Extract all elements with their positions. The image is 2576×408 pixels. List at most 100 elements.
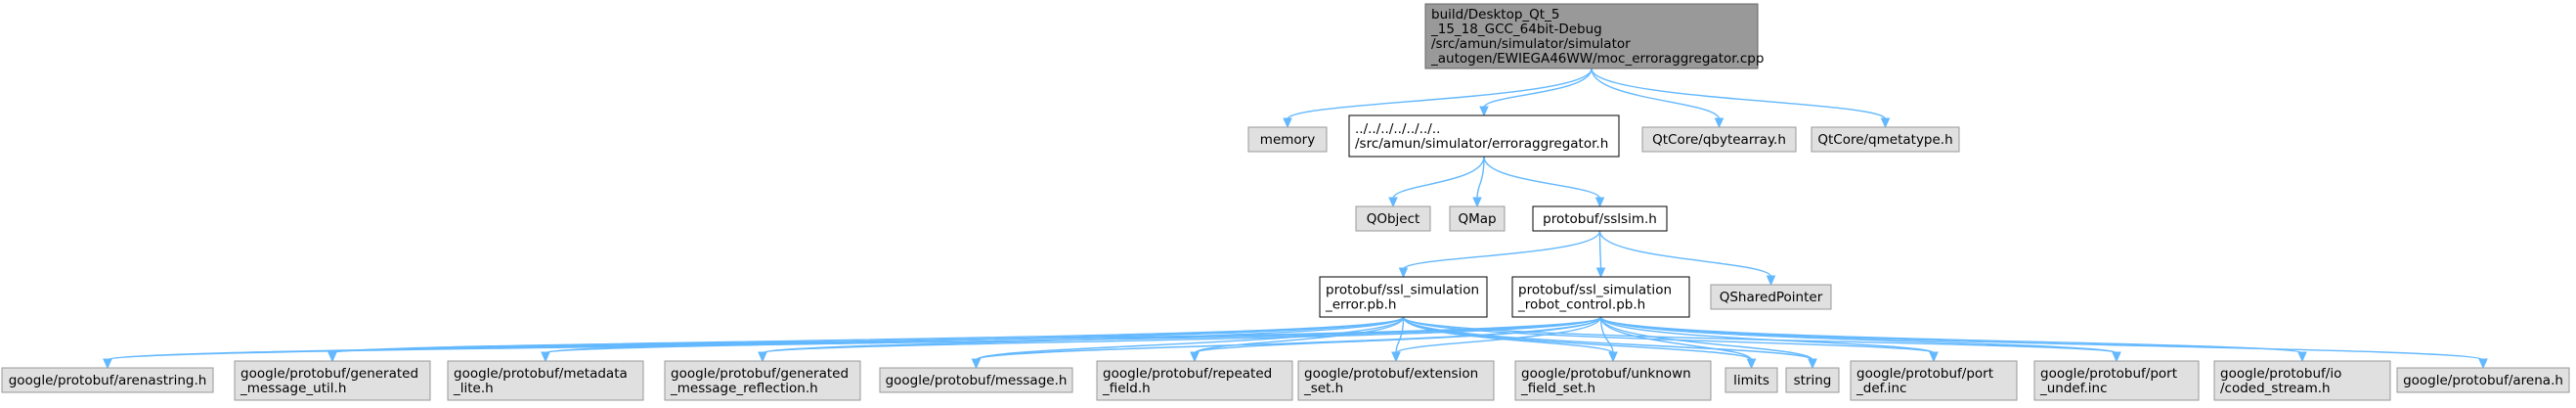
edge-arrowhead	[1714, 117, 1725, 129]
edge-arrowhead	[1388, 197, 1398, 208]
node-label-line: google/protobuf/extension	[1304, 366, 1478, 382]
node-label-line: /src/amun/simulator/erroraggregator.h	[1355, 136, 1608, 152]
node-label-line: build/Desktop_Qt_5	[1431, 7, 1559, 23]
node-unknown_field_set[interactable]: google/protobuf/unknown_field_set.h	[1514, 360, 1712, 401]
edge-arrowhead	[758, 351, 767, 363]
edge-line	[1476, 156, 1485, 200]
edge-arrowhead	[1595, 267, 1606, 279]
node-box	[1725, 367, 1778, 393]
edge-sim_robot-to-extension_set	[1391, 316, 1602, 363]
node-label-line: /src/amun/simulator/simulator	[1431, 36, 1631, 52]
edge-line	[1483, 156, 1601, 200]
node-arenastring[interactable]: google/protobuf/arenastring.h	[1, 367, 214, 393]
node-label-line: google/protobuf/metadata	[454, 366, 628, 382]
edge-sim_robot-to-unknown_field_set	[1599, 316, 1618, 363]
node-box	[1348, 114, 1620, 158]
node-label-line: memory	[1260, 132, 1315, 148]
node-label-line: google/protobuf/arena.h	[2403, 373, 2563, 388]
node-box	[1, 367, 214, 393]
node-label-line: _field_set.h	[1520, 381, 1595, 396]
node-box	[1096, 360, 1293, 401]
node-sim_error[interactable]: protobuf/ssl_simulation_error.pb.h	[1319, 276, 1488, 318]
node-label-line: ../../../../../../..	[1355, 121, 1440, 137]
node-label-line: protobuf/ssl_simulation	[1326, 283, 1479, 298]
node-box	[1785, 367, 1840, 393]
edge-line	[1598, 230, 1602, 270]
node-port_def[interactable]: google/protobuf/port_def.inc	[1850, 360, 2018, 401]
edge-line	[1402, 316, 1935, 354]
node-metadata_lite[interactable]: google/protobuf/metadata_lite.h	[447, 360, 644, 401]
edge-line	[1392, 156, 1485, 200]
node-coded_stream[interactable]: google/protobuf/io/coded_stream.h	[2213, 360, 2391, 401]
edge-line	[1194, 316, 1602, 354]
edge-line	[1402, 230, 1601, 270]
edge-arrowhead	[1283, 117, 1292, 129]
node-box	[1424, 3, 1759, 69]
edge-erroraggregator-to-sslsim	[1483, 156, 1605, 208]
node-label-line: protobuf/sslsim.h	[1543, 211, 1657, 227]
node-qsharedpointer[interactable]: QSharedPointer	[1710, 284, 1832, 310]
node-label-line: _lite.h	[453, 381, 494, 396]
node-qmap[interactable]: QMap	[1449, 205, 1506, 232]
node-label-line: _def.inc	[1856, 381, 1906, 396]
edge-arrowhead	[327, 351, 337, 363]
node-box	[2033, 360, 2200, 401]
edge-arrowhead	[971, 358, 982, 370]
edge-arrowhead	[541, 351, 550, 363]
node-sim_robot[interactable]: protobuf/ssl_simulation_robot_control.pb…	[1511, 276, 1690, 318]
node-box	[1532, 205, 1668, 232]
edge-root-to-erroraggregator	[1479, 68, 1593, 117]
node-box	[1319, 276, 1488, 318]
edge-arrowhead	[2297, 351, 2307, 363]
edge-sim_robot-to-port_def	[1599, 316, 1939, 363]
node-memory[interactable]: memory	[1247, 126, 1328, 153]
node-label-line: limits	[1733, 373, 1769, 388]
edge-line	[1598, 230, 1772, 278]
node-label-line: QtCore/qmetatype.h	[1817, 132, 1952, 148]
edge-sim_robot-to-metadata_lite	[541, 316, 1602, 363]
edge-arrowhead	[1746, 358, 1757, 370]
node-label-line: protobuf/ssl_simulation	[1518, 283, 1672, 298]
edge-line	[1599, 316, 1753, 361]
node-label-line: _15_18_GCC_64bit-Debug	[1430, 22, 1602, 37]
node-gen_msg_util[interactable]: google/protobuf/generated_message_util.h	[234, 360, 431, 401]
node-qmetatype[interactable]: QtCore/qmetatype.h	[1811, 126, 1960, 153]
node-limits[interactable]: limits	[1725, 367, 1778, 393]
node-label-line: google/protobuf/generated	[240, 366, 418, 382]
node-box	[2396, 367, 2570, 393]
node-gen_msg_refl[interactable]: google/protobuf/generated_message_reflec…	[664, 360, 861, 401]
node-label-line: google/protobuf/port	[1856, 366, 1993, 382]
edge-root-to-qbytearray	[1591, 68, 1725, 129]
node-extension_set[interactable]: google/protobuf/extension_set.h	[1297, 360, 1495, 401]
node-label-line: _error.pb.h	[1325, 297, 1396, 313]
node-port_undef[interactable]: google/protobuf/port_undef.inc	[2033, 360, 2200, 401]
node-message[interactable]: google/protobuf/message.h	[879, 367, 1073, 393]
node-label-line: _message_util.h	[240, 381, 346, 396]
edge-line	[1402, 316, 1614, 354]
node-root[interactable]: build/Desktop_Qt_5_15_18_GCC_64bit-Debug…	[1424, 3, 1764, 69]
node-box	[1850, 360, 2018, 401]
node-label-line: _robot_control.pb.h	[1517, 297, 1645, 313]
edge-arrowhead	[1391, 351, 1401, 363]
edge-arrowhead	[2112, 351, 2121, 363]
node-arena[interactable]: google/protobuf/arena.h	[2396, 367, 2570, 393]
node-box	[1511, 276, 1690, 318]
node-box	[1355, 205, 1431, 232]
node-sslsim[interactable]: protobuf/sslsim.h	[1532, 205, 1668, 232]
edge-line	[1402, 316, 1753, 361]
node-qobject[interactable]: QObject	[1355, 205, 1431, 232]
edge-erroraggregator-to-qobject	[1388, 156, 1485, 208]
node-repeated_field[interactable]: google/protobuf/repeated_field.h	[1096, 360, 1293, 401]
node-label-line: google/protobuf/unknown	[1521, 366, 1691, 382]
edge-line	[1395, 316, 1602, 354]
edge-sim_robot-to-gen_msg_refl	[758, 316, 1602, 363]
node-qbytearray[interactable]: QtCore/qbytearray.h	[1641, 126, 1797, 153]
node-string[interactable]: string	[1785, 367, 1840, 393]
node-erroraggregator[interactable]: ../../../../../../../src/amun/simulator/…	[1348, 114, 1620, 158]
edge-root-to-memory	[1283, 68, 1593, 129]
node-label-line: _field.h	[1102, 381, 1151, 396]
edge-line	[1599, 316, 1813, 361]
node-label-line: string	[1794, 373, 1832, 388]
node-label-line: google/protobuf/port	[2040, 366, 2177, 382]
